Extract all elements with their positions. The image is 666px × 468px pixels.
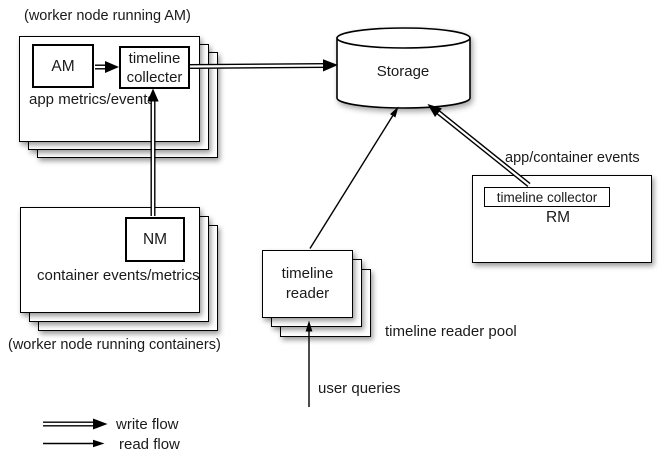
rm-label: RM [545,209,571,226]
am-box-label: AM [51,57,75,75]
rm-to-storage-write-arrow [427,104,531,187]
timeline-collector-box-am: timeline collecter [119,46,190,89]
storage-cylinder-top [336,27,471,49]
storage-label: Storage [376,63,430,80]
nm-box-label: NM [142,231,168,248]
container-events-metrics-label: container events/metrics [37,267,200,284]
nm-box: NM [125,217,185,262]
timeline-collector-box-rm: timeline collector [484,187,610,207]
timeline-reader-box: timeline reader [262,250,353,318]
timeline-reader-pool-label: timeline reader pool [385,323,517,340]
legend-read-flow-label: read flow [119,436,180,453]
storage-cylinder-body [336,38,471,109]
app-metrics-events-label: app metrics/events [29,91,155,108]
app-container-events-label: app/container events [505,150,640,166]
user-queries-label: user queries [318,380,401,397]
timeline-reader-label: timeline reader [281,265,334,302]
timeline-collector-am-label: timeline collecter [126,49,183,86]
timeline-collector-rm-label: timeline collector [496,189,598,205]
legend-write-flow-label: write flow [116,416,179,433]
reader-to-storage-read-arrow [309,106,399,249]
legend-read-arrow-icon [43,439,105,448]
worker-containers-caption: (worker node running containers) [8,337,221,353]
legend-write-arrow-icon [43,418,108,430]
am-box: AM [32,44,94,88]
storage-cylinder [336,27,471,109]
worker-am-caption: (worker node running AM) [24,8,191,24]
